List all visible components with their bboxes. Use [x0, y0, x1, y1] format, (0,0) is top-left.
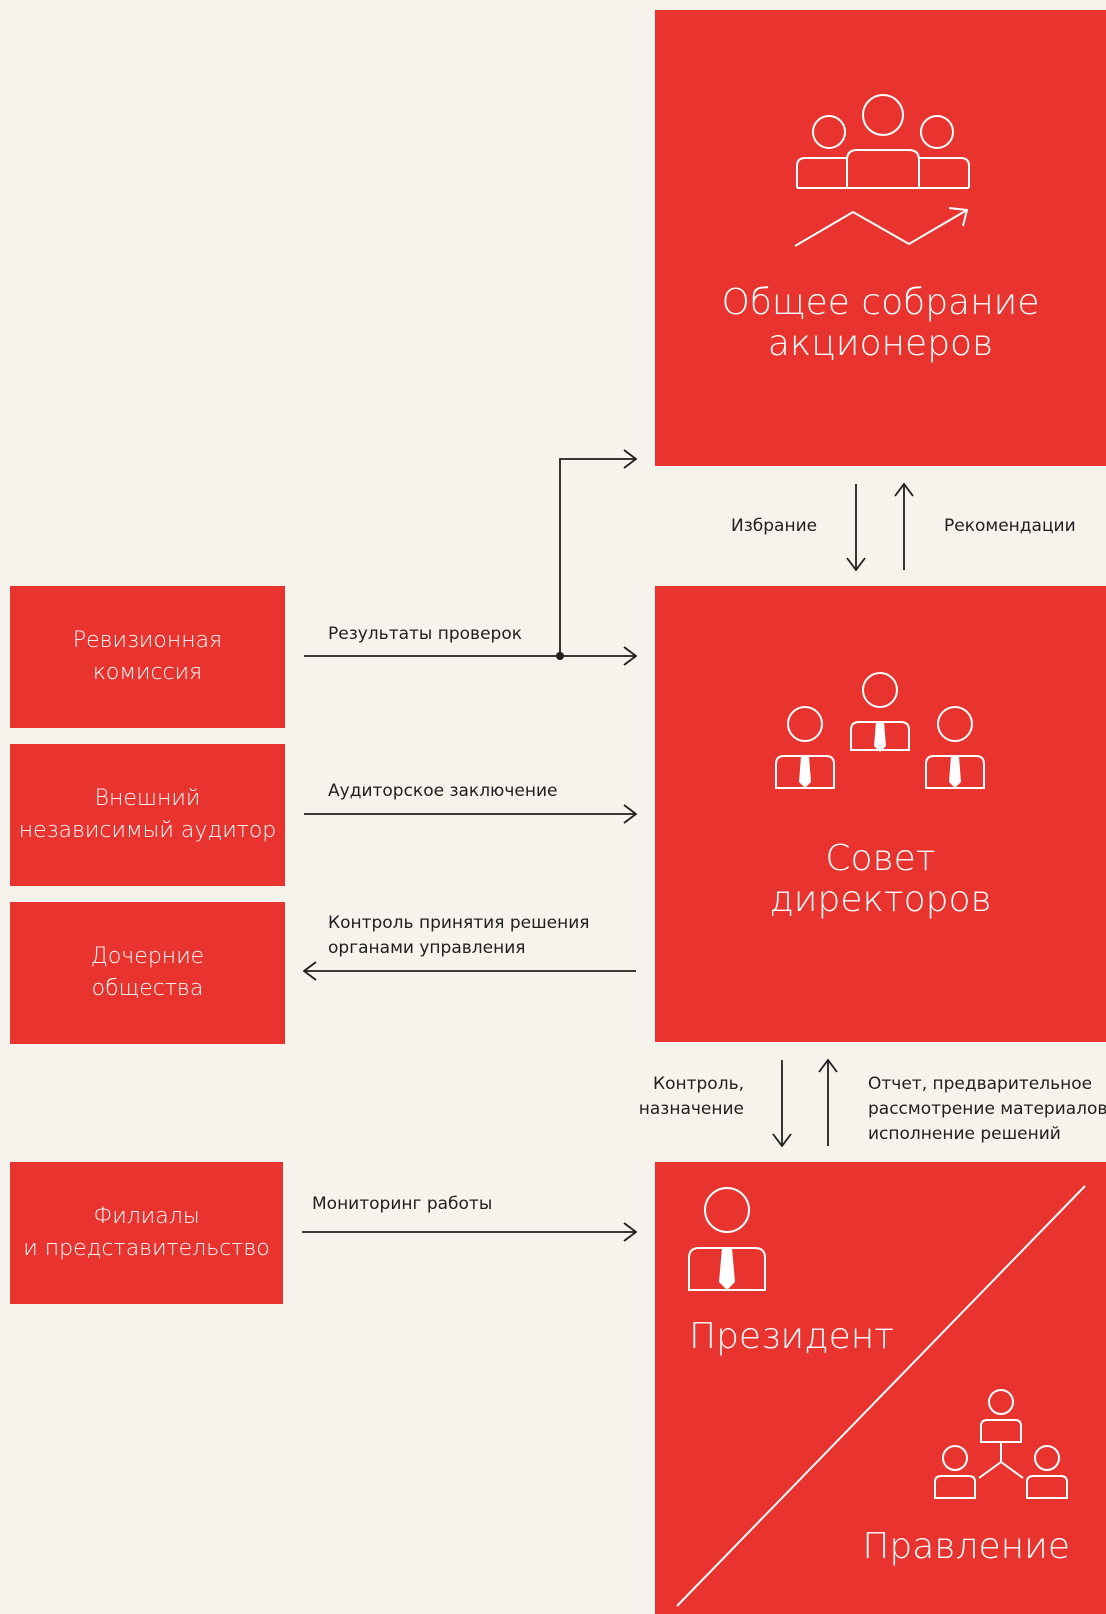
diagonal-divider [676, 1185, 1086, 1607]
label-audit-results: Результаты проверок [328, 624, 522, 644]
label-election: Избрание [731, 516, 818, 536]
label-control-decisions: Контроль принятия решения органами управ… [328, 913, 590, 958]
external-auditor-box: Внешний независимый аудитор [10, 744, 285, 886]
management-title: Правление [862, 1526, 1070, 1567]
label-recommendations: Рекомендации [944, 516, 1076, 536]
junction-dot [556, 652, 564, 660]
shareholders-box: Общее собрание акционеров [655, 10, 1106, 466]
shareholders-title: Общее собрание акционеров [721, 282, 1040, 364]
president-management-box: Президент Правление [655, 1162, 1106, 1614]
label-audit-report: Аудиторское заключение [328, 781, 558, 801]
label-monitoring: Мониторинг работы [312, 1194, 493, 1214]
president-title: Президент [689, 1316, 895, 1357]
subsidiaries-box: Дочерние общества [10, 902, 285, 1044]
label-control-appointment: Контроль, назначение [638, 1074, 744, 1119]
arrow-audit-results-to-shareholders [559, 459, 636, 656]
management-hierarchy-icon [934, 1389, 1068, 1499]
president-icon [688, 1187, 766, 1291]
branches-box: Филиалы и представительство [10, 1162, 283, 1304]
board-title: Совет директоров [769, 838, 992, 920]
board-box: Совет директоров [655, 586, 1106, 1042]
label-report: Отчет, предварительное рассмотрение мате… [868, 1074, 1106, 1144]
directors-icon [775, 672, 985, 789]
shareholders-growth-icon [794, 94, 970, 247]
audit-commission-box: Ревизионная комиссия [10, 586, 285, 728]
